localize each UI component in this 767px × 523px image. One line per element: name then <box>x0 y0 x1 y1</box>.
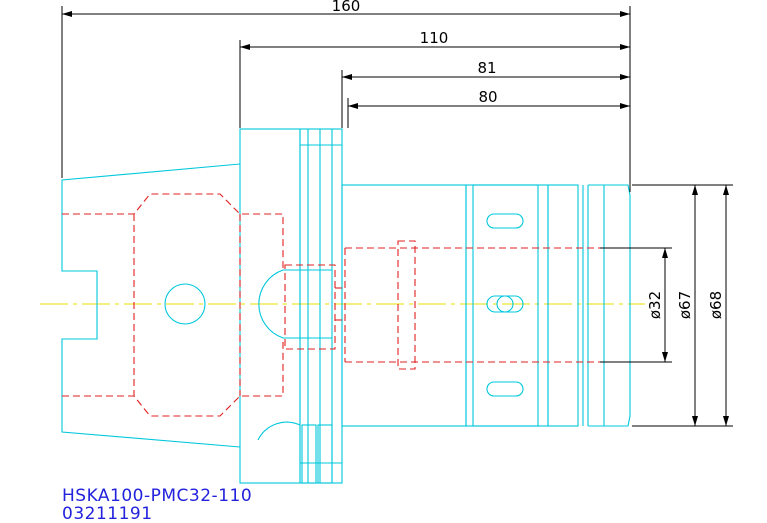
drive-hole <box>164 283 206 325</box>
dim-81-label: 81 <box>477 59 496 77</box>
dim-80-label: 80 <box>478 88 497 106</box>
extension-lines <box>61 6 733 427</box>
dim-dia-32: ø32 <box>646 248 668 362</box>
dim-dia-68: ø68 <box>707 185 729 426</box>
shank-outline <box>61 163 241 448</box>
article-code: 03211191 <box>62 504 153 523</box>
hidden-lines <box>62 193 630 417</box>
dim-81: 81 <box>342 59 630 80</box>
dim-dia-67: ø67 <box>676 185 698 426</box>
dim-110: 110 <box>240 29 630 50</box>
flange-outline <box>239 128 343 484</box>
dim-dia-68-label: ø68 <box>707 291 725 319</box>
dim-80: 80 <box>348 88 630 109</box>
dim-dia-32-label: ø32 <box>646 291 664 319</box>
dim-dia-67-label: ø67 <box>676 291 694 319</box>
dim-160-label: 160 <box>332 0 361 15</box>
body-outline <box>341 184 467 427</box>
nut-outline <box>465 184 631 427</box>
dim-110-label: 110 <box>420 29 449 47</box>
model-number: HSKA100-PMC32-110 <box>62 486 253 506</box>
dim-160: 160 <box>62 0 630 17</box>
